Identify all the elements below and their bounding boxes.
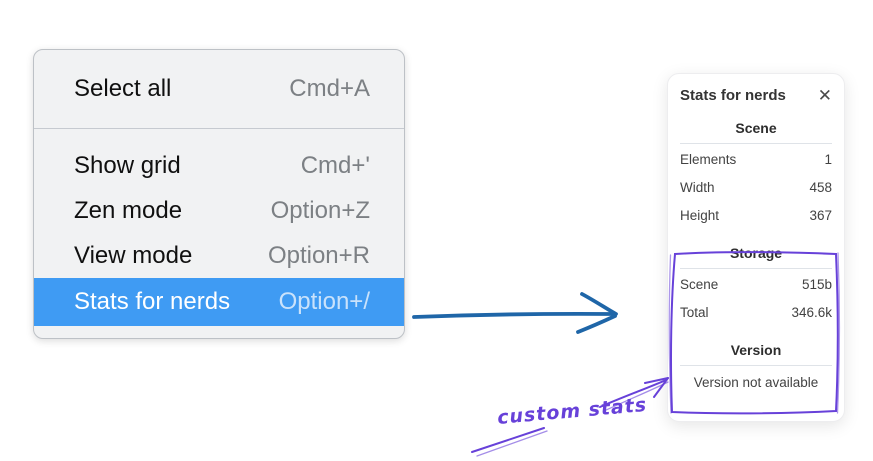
stat-label: Height xyxy=(680,208,720,223)
stats-panel-title: Stats for nerds xyxy=(680,87,786,104)
section-header-scene: Scene xyxy=(735,120,777,136)
menu-item-select-all[interactable]: Select all Cmd+A xyxy=(34,50,404,128)
stat-label: Total xyxy=(680,305,709,320)
menu-divider xyxy=(34,128,404,129)
menu-group: Show grid Cmd+' Zen mode Option+Z View m… xyxy=(34,129,404,338)
stat-row-width: Width 458 xyxy=(678,174,834,202)
menu-item-view-mode[interactable]: View mode Option+R xyxy=(34,233,404,278)
stat-value: 458 xyxy=(809,180,832,195)
menu-item-label: Stats for nerds xyxy=(74,288,231,315)
menu-item-label: Select all xyxy=(74,75,172,102)
section-divider xyxy=(680,365,832,366)
stat-row-total-storage: Total 346.6k xyxy=(678,299,834,327)
flow-arrow xyxy=(412,292,618,334)
menu-item-label: Zen mode xyxy=(74,196,183,224)
stat-label: Elements xyxy=(680,152,737,167)
stat-label: Scene xyxy=(680,277,719,292)
section-divider xyxy=(680,143,832,144)
menu-item-stats-for-nerds[interactable]: Stats for nerds Option+/ xyxy=(34,278,404,326)
section-divider xyxy=(680,268,832,269)
menu-item-shortcut: Cmd+' xyxy=(300,151,370,179)
stat-row-height: Height 367 xyxy=(678,202,834,230)
menu-item-shortcut: Cmd+A xyxy=(289,75,370,102)
stat-value: 367 xyxy=(809,208,832,223)
version-note: Version not available xyxy=(693,375,819,390)
stat-label: Width xyxy=(680,180,715,195)
menu-item-shortcut: Option+/ xyxy=(278,288,370,315)
stat-value: 346.6k xyxy=(791,305,832,320)
stat-value: 515b xyxy=(801,277,832,292)
menu-item-label: Show grid xyxy=(74,151,181,179)
close-icon[interactable]: ✕ xyxy=(817,86,832,105)
stats-panel: Stats for nerds ✕ Scene Elements 1 Width… xyxy=(667,73,845,422)
context-menu: Select all Cmd+A Show grid Cmd+' Zen mod… xyxy=(33,49,405,339)
section-header-version: Version xyxy=(730,342,782,358)
menu-item-zen-mode[interactable]: Zen mode Option+Z xyxy=(34,188,404,233)
menu-item-show-grid[interactable]: Show grid Cmd+' xyxy=(34,143,404,188)
menu-item-shortcut: Option+Z xyxy=(270,196,370,224)
custom-stats-annotation: custom stats xyxy=(496,393,648,429)
stats-panel-header: Stats for nerds ✕ xyxy=(678,87,834,104)
menu-item-shortcut: Option+R xyxy=(267,241,370,269)
menu-item-label: View mode xyxy=(74,241,193,269)
stat-value: 1 xyxy=(824,152,832,167)
stat-row-scene-storage: Scene 515b xyxy=(678,271,834,299)
annotation-arrow-tail xyxy=(471,427,548,457)
section-header-storage: Storage xyxy=(729,245,783,261)
stat-row-elements: Elements 1 xyxy=(678,146,834,174)
